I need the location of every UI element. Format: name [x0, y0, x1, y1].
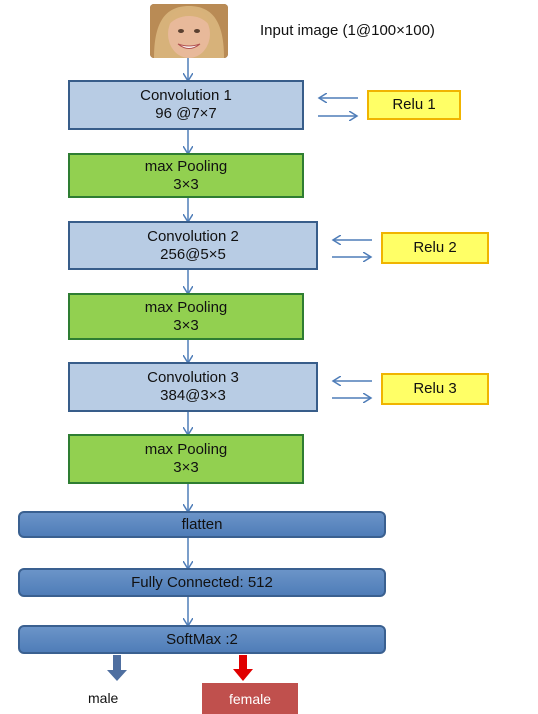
max-pooling-1-block: max Pooling 3×3 [68, 153, 304, 198]
flatten-layer: flatten [18, 511, 386, 538]
input-image-label: Input image (1@100×100) [260, 22, 435, 39]
convolution-1-params: 96 @7×7 [155, 105, 217, 122]
max-pooling-2-title: max Pooling [144, 298, 228, 316]
convolution-1-title: Convolution 1 [140, 87, 232, 104]
softmax-layer: SoftMax :2 [18, 625, 386, 654]
convolution-3-title: Convolution 3 [147, 369, 239, 386]
max-pooling-3-title: max Pooling [144, 441, 228, 458]
relu-3-block: Relu 3 [381, 373, 489, 405]
female-arrow [233, 655, 253, 681]
output-male-label: male [88, 690, 119, 706]
relu-2-block: Relu 2 [381, 232, 489, 264]
convolution-3-params: 384@3×3 [160, 387, 226, 404]
convolution-2-block: Convolution 2 256@5×5 [68, 221, 318, 270]
fully-connected-layer: Fully Connected: 512 [18, 568, 386, 597]
male-arrow [107, 655, 127, 681]
convolution-1-block: Convolution 1 96 @7×7 [68, 80, 304, 130]
max-pooling-1-size: 3×3 [173, 175, 199, 193]
max-pooling-3-block: max Pooling 3×3 [68, 434, 304, 484]
max-pooling-3-size: 3×3 [173, 459, 199, 476]
input-face-image [150, 4, 228, 58]
max-pooling-2-size: 3×3 [173, 316, 199, 334]
convolution-3-block: Convolution 3 384@3×3 [68, 362, 318, 412]
max-pooling-2-block: max Pooling 3×3 [68, 293, 304, 340]
output-female-label: female [202, 683, 298, 714]
convolution-2-params: 256@5×5 [160, 245, 226, 263]
relu-1-block: Relu 1 [367, 90, 461, 120]
convolution-2-title: Convolution 2 [147, 227, 239, 245]
max-pooling-1-title: max Pooling [144, 157, 228, 175]
